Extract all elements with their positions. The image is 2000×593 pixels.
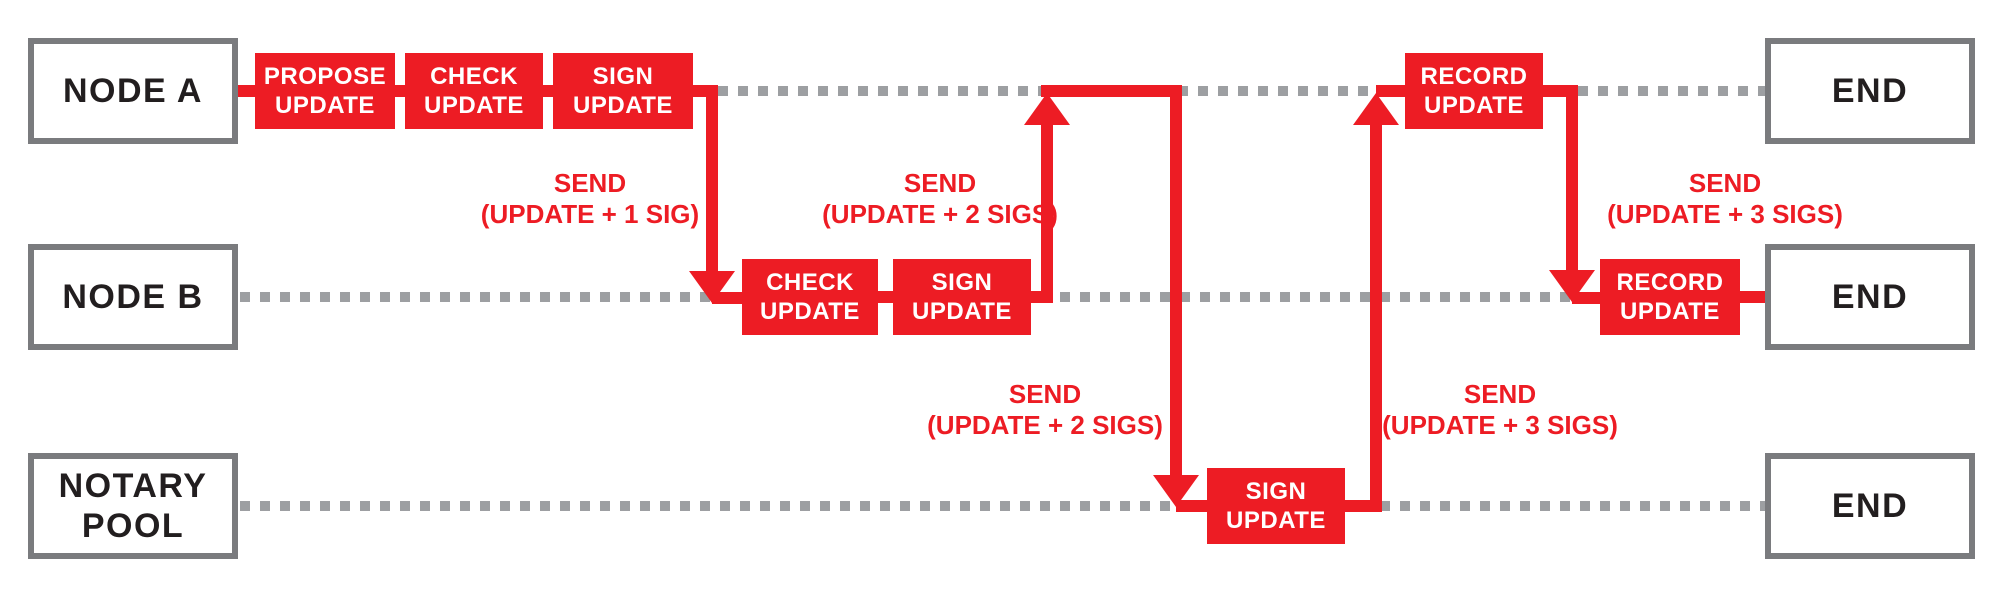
notary-pool-lifeline xyxy=(240,501,1765,511)
message-send-update-1-sig: SEND (UPDATE + 1 SIG) xyxy=(480,168,700,229)
arrowhead-send-2sigs-to-notary xyxy=(1153,475,1199,507)
node-b-end-label: END xyxy=(1831,278,1909,316)
step-sign-update-b-label: SIGN UPDATE xyxy=(912,269,1012,325)
flow-line-send-3sigs-down xyxy=(1566,85,1578,271)
step-sign-update-node-a: SIGN UPDATE xyxy=(553,53,693,129)
arrowhead-send-3sigs-to-node-a xyxy=(1353,93,1399,125)
step-record-update-node-a: RECORD UPDATE xyxy=(1405,53,1543,129)
step-sign-update-notary-label: SIGN UPDATE xyxy=(1226,478,1326,534)
step-record-update-a-label: RECORD UPDATE xyxy=(1420,63,1528,119)
step-sign-update-notary: SIGN UPDATE xyxy=(1207,468,1345,544)
flow-line-send-1sig xyxy=(706,85,718,272)
step-propose-update-label: PROPOSE UPDATE xyxy=(263,63,387,119)
notary-pool-end-box: END xyxy=(1765,453,1975,559)
message-send-update-3-sigs-to-node-b: SEND (UPDATE + 3 SIGS) xyxy=(1607,168,1843,229)
message-send-update-2-sigs-to-notary: SEND (UPDATE + 2 SIGS) xyxy=(927,379,1163,440)
node-a-box: NODE A xyxy=(28,38,238,144)
step-record-update-node-b: RECORD UPDATE xyxy=(1600,259,1740,335)
node-b-label: NODE B xyxy=(62,278,204,316)
step-propose-update-node-a: PROPOSE UPDATE xyxy=(255,53,395,129)
node-b-end-box: END xyxy=(1765,244,1975,350)
flow-line-across-node-a xyxy=(1041,85,1182,97)
step-sign-update-a-label: SIGN UPDATE xyxy=(573,63,673,119)
notary-pool-box: NOTARY POOL xyxy=(28,453,238,559)
flow-line-send-3sigs-up xyxy=(1370,124,1382,512)
notary-pool-end-label: END xyxy=(1831,487,1909,525)
step-check-update-b-label: CHECK UPDATE xyxy=(760,269,860,325)
step-record-update-b-label: RECORD UPDATE xyxy=(1616,269,1724,325)
node-a-end-box: END xyxy=(1765,38,1975,144)
node-a-label: NODE A xyxy=(63,72,203,110)
connector-check-sign xyxy=(543,85,553,97)
connector-nodea-propose xyxy=(238,85,255,97)
step-check-update-node-a: CHECK UPDATE xyxy=(405,53,543,129)
flow-line-send-2sigs-down xyxy=(1170,97,1182,476)
flow-line-send-2sigs-up xyxy=(1041,124,1053,303)
notary-pool-label: NOTARY POOL xyxy=(58,467,208,545)
connector-propose-check xyxy=(395,85,405,97)
node-a-end-label: END xyxy=(1831,72,1909,110)
message-send-update-2-sigs-to-node-a: SEND (UPDATE + 2 SIGS) xyxy=(822,168,1058,229)
node-b-box: NODE B xyxy=(28,244,238,350)
step-check-update-node-b: CHECK UPDATE xyxy=(742,259,878,335)
connector-check-b-sign-b xyxy=(878,291,893,303)
connector-record-b-to-end xyxy=(1740,291,1765,303)
arrowhead-send-2sigs-to-node-a xyxy=(1024,93,1070,125)
arrowhead-send-1sig xyxy=(689,271,735,303)
step-check-update-a-label: CHECK UPDATE xyxy=(424,63,524,119)
node-a-lifeline xyxy=(718,86,1765,96)
arrowhead-send-3sigs-to-node-b xyxy=(1549,270,1595,302)
message-send-update-3-sigs-to-node-a: SEND (UPDATE + 3 SIGS) xyxy=(1382,379,1618,440)
step-sign-update-node-b: SIGN UPDATE xyxy=(893,259,1031,335)
